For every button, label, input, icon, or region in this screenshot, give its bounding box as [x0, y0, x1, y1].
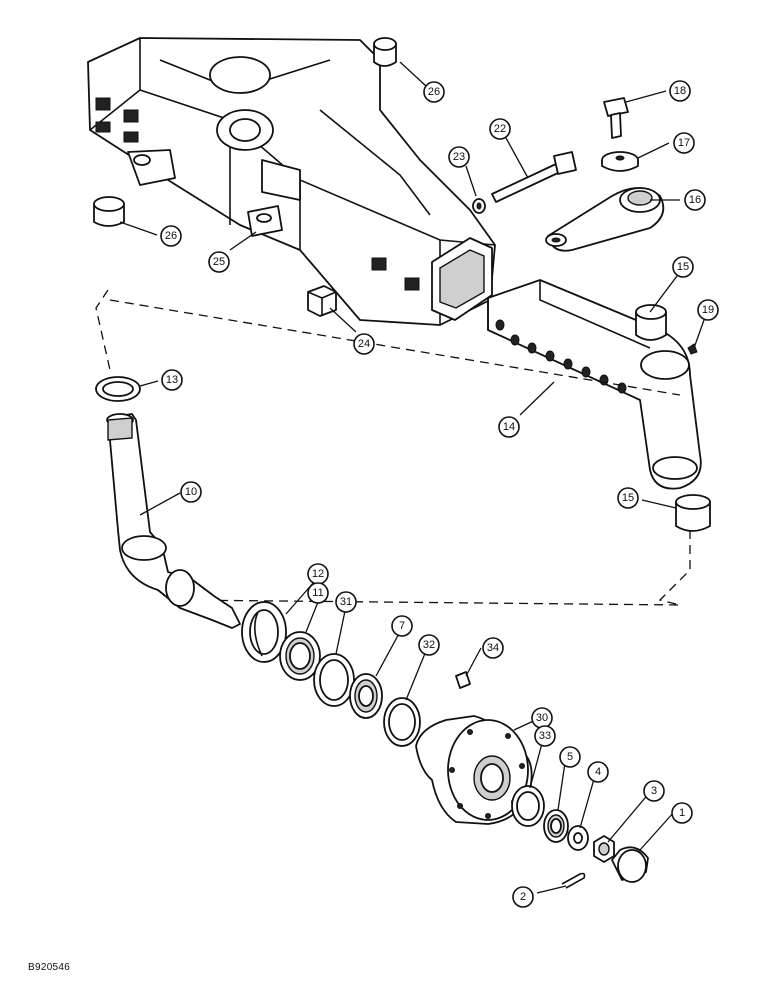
svg-text:30: 30 — [536, 712, 548, 724]
svg-text:15: 15 — [622, 492, 634, 504]
thrust-washer — [95, 376, 141, 402]
hex-bolt — [603, 97, 629, 139]
callout-5: 5 — [559, 746, 581, 768]
callout-31: 31 — [335, 591, 357, 613]
dust-cap — [611, 846, 649, 883]
callout-3: 3 — [643, 780, 665, 802]
svg-text:14: 14 — [503, 421, 515, 433]
svg-text:33: 33 — [539, 730, 551, 742]
steering-arm — [545, 187, 665, 252]
callout-30: 30 — [531, 707, 553, 729]
block-insert — [307, 285, 337, 317]
leader-lines — [119, 61, 705, 894]
svg-text:23: 23 — [453, 151, 465, 163]
pivot-bushing-upper — [635, 304, 667, 341]
pivot-bushing-lower — [675, 494, 711, 532]
svg-text:11: 11 — [312, 587, 323, 599]
callout-26-upper: 26 — [423, 81, 445, 103]
callout-12: 12 — [307, 563, 329, 585]
axle-extension — [487, 279, 702, 490]
axle-beam — [87, 37, 496, 326]
steering-spindle — [106, 413, 241, 629]
grease-seal — [279, 631, 321, 681]
callout-22: 22 — [489, 118, 511, 140]
bushing-lower — [93, 196, 125, 227]
long-bolt — [491, 151, 577, 203]
callout-25: 25 — [208, 251, 230, 273]
drawing-reference-number: B920546 — [28, 962, 71, 973]
callout-19: 19 — [697, 299, 719, 321]
svg-text:22: 22 — [494, 123, 506, 135]
callout-23: 23 — [448, 146, 470, 168]
wheel-hub — [415, 715, 533, 825]
svg-text:18: 18 — [674, 85, 686, 97]
callout-7: 7 — [391, 615, 413, 637]
lock-washer — [472, 198, 486, 214]
svg-text:4: 4 — [595, 766, 601, 778]
svg-text:15: 15 — [677, 261, 689, 273]
svg-text:2: 2 — [520, 891, 526, 903]
seal-ring — [241, 601, 287, 663]
spindle-washer — [567, 825, 589, 851]
callout-10: 10 — [180, 481, 202, 503]
callout-11: 11 — [307, 582, 329, 604]
svg-text:31: 31 — [340, 596, 352, 608]
svg-text:25: 25 — [213, 256, 225, 268]
svg-text:1: 1 — [679, 807, 685, 819]
svg-text:24: 24 — [358, 338, 370, 350]
svg-text:7: 7 — [399, 620, 405, 632]
svg-text:10: 10 — [185, 486, 197, 498]
svg-text:12: 12 — [312, 568, 324, 580]
callout-14: 14 — [498, 416, 520, 438]
svg-text:16: 16 — [689, 194, 701, 206]
svg-text:17: 17 — [678, 137, 690, 149]
callout-34: 34 — [482, 637, 504, 659]
svg-text:13: 13 — [166, 374, 178, 386]
bearing-cone-inner — [349, 673, 383, 719]
callout-15-lower: 15 — [617, 487, 639, 509]
callout-15-upper: 15 — [672, 256, 694, 278]
castle-nut — [593, 835, 615, 863]
callout-33: 33 — [534, 725, 556, 747]
callout-17: 17 — [673, 132, 695, 154]
bearing-cup-outer — [383, 697, 421, 747]
outer-bearing-cone — [543, 809, 569, 843]
callout-4: 4 — [587, 761, 609, 783]
callout-2: 2 — [512, 886, 534, 908]
callout-26-lower: 26 — [160, 225, 182, 247]
callout-16: 16 — [684, 189, 706, 211]
callout-13: 13 — [161, 369, 183, 391]
assembly-dashed-line — [95, 289, 691, 606]
svg-text:34: 34 — [487, 642, 499, 654]
grease-fitting — [687, 343, 698, 355]
outer-bearing-cup — [511, 785, 545, 827]
bushing-upper — [373, 37, 397, 67]
callout-1: 1 — [671, 802, 693, 824]
svg-text:19: 19 — [702, 304, 714, 316]
bearing-cup-inner — [313, 653, 355, 707]
callout-24: 24 — [353, 333, 375, 355]
hub-grease-fitting — [455, 671, 471, 689]
callout-32: 32 — [418, 634, 440, 656]
svg-text:32: 32 — [423, 639, 435, 651]
svg-text:26: 26 — [428, 86, 440, 98]
cotter-pin — [561, 872, 586, 889]
svg-text:5: 5 — [567, 751, 573, 763]
svg-text:3: 3 — [651, 785, 657, 797]
washer — [601, 151, 639, 172]
svg-text:26: 26 — [165, 230, 177, 242]
callout-18: 18 — [669, 80, 691, 102]
